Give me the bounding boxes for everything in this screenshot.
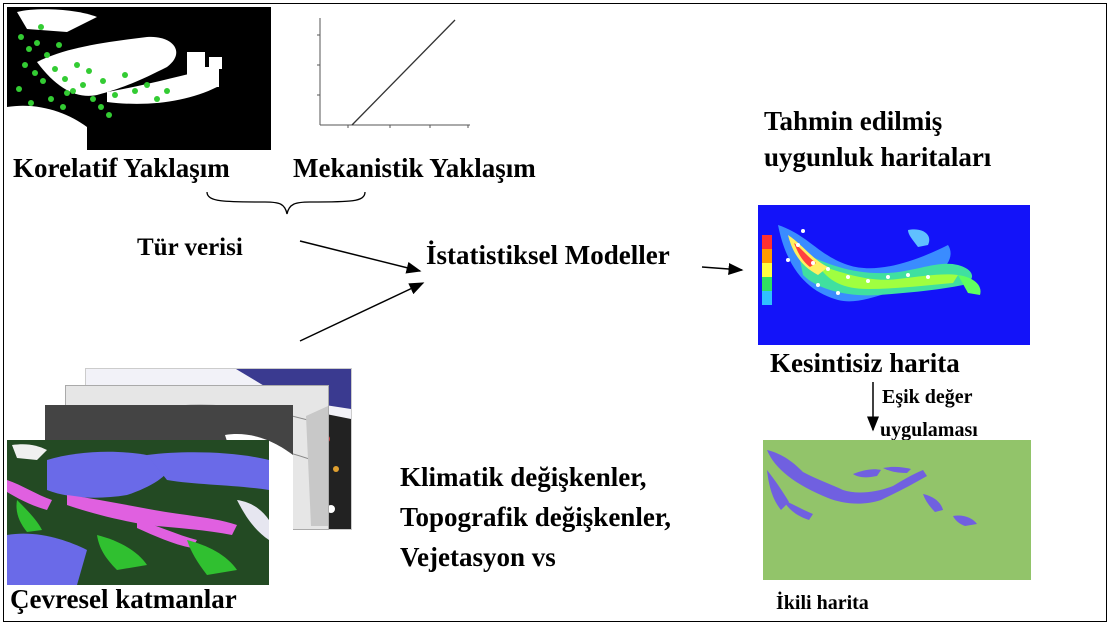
environmental-layers-label: Çevresel katmanlar — [10, 584, 237, 614]
predicted-maps-title-line2: uygunluk haritaları — [764, 142, 992, 172]
statistical-models-label: İstatistiksel Modeller — [426, 240, 670, 270]
mechanistic-approach-label: Mekanistik Yaklaşım — [293, 153, 536, 183]
env-layer-1-landcover — [7, 440, 269, 585]
brace-connector — [205, 190, 375, 220]
correlative-approach-label: Korelatif Yaklaşım — [13, 153, 230, 183]
binary-map — [763, 440, 1031, 580]
continuous-map-label: Kesintisiz harita — [770, 348, 960, 378]
species-data-label: Tür verisi — [137, 234, 243, 261]
binary-map-label: İkili harita — [776, 592, 869, 614]
vegetation-label: Vejetasyon vs — [400, 542, 556, 572]
predicted-maps-title-line1: Tahmin edilmiş — [764, 106, 943, 136]
mechanistic-plot — [290, 10, 480, 140]
threshold-label-line2: uygulaması — [880, 419, 978, 441]
climatic-variables-label: Klimatik değişkenler, — [400, 462, 647, 492]
threshold-label-line1: Eşik değer — [882, 386, 973, 408]
continuous-suitability-map — [758, 205, 1030, 345]
occurrence-map — [7, 7, 271, 150]
topographic-variables-label: Topografik değişkenler, — [400, 502, 672, 532]
